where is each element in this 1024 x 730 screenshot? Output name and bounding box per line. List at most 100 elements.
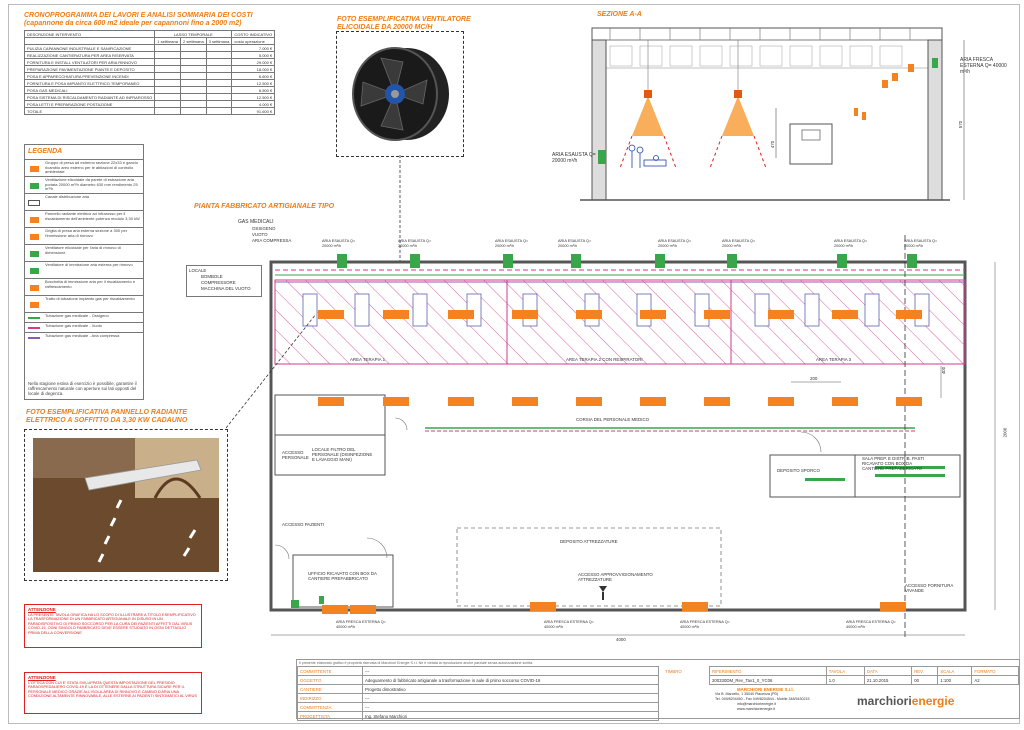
cost-row-desc: POSA E APPARECCHIATURA PREVENZIONE INCEN…	[23, 72, 156, 80]
legend-symbol	[27, 211, 41, 228]
deposito-sporco: DEPOSITO SPORCO	[777, 468, 820, 473]
section-dim-height: 570	[958, 120, 964, 129]
fresh-air-label: ARIA FRESCA ESTERNA Q= 40000 m³/h	[336, 620, 386, 629]
cost-row-week	[179, 93, 207, 101]
radiant-heater-icon	[448, 397, 474, 406]
cost-row-week	[179, 107, 207, 115]
dim-200: 200	[810, 376, 818, 381]
deposito-attrezzature: DEPOSITO ATTREZZATURE	[560, 539, 618, 544]
cost-row: FORNITURA E INSTALL VENTILATORI PER ARIA…	[23, 58, 276, 66]
cost-row: FORNITURA E POSA IMPIANTO ELETTRICO TEMP…	[23, 79, 276, 87]
tb-value: Adeguamento di fabbricato artigianale a …	[362, 675, 659, 685]
locale-item-2: COMPRESSORE	[201, 280, 236, 285]
legend-item-text: Tratto di tubazione impianto gas per ris…	[45, 296, 135, 301]
cost-row-cost: 5.000 €	[231, 51, 276, 59]
cost-col-cost: COSTO INDICATIVO	[231, 30, 276, 38]
locale-item-1: BOMBOLE	[201, 274, 223, 279]
tb-ref-head: SCALA	[937, 666, 973, 676]
tb-label: OGGETTO	[297, 675, 363, 685]
fan-image	[349, 46, 453, 144]
cost-row-week	[205, 107, 233, 115]
tb-value: ---	[362, 702, 659, 712]
tb-mail: info@marchiorienergie.it	[737, 702, 777, 706]
tb-ref-head: FORMATO	[971, 666, 1019, 676]
exhaust-fan-icon	[907, 254, 917, 268]
radiant-heater-icon	[318, 310, 344, 319]
tb-ref-value: 1:100	[937, 675, 973, 685]
plan-drawing	[269, 235, 996, 640]
exhaust-label: ARIA ESAUSTA Q= 20000 m³/h	[398, 239, 432, 248]
note-1: ATTENZIONE LA PRESENTE TAVOLA GRAFICA HA…	[24, 604, 202, 648]
fresh-air-label: ARIA FRESCA ESTERNA Q= 40000 m³/h	[544, 620, 594, 629]
radiant-heater-icon	[576, 310, 602, 319]
legend-item: Gruppo di presa ad estremo sezione 22x33…	[25, 159, 143, 177]
logo-text-b: energie	[911, 694, 955, 708]
locale-title: LOCALE	[189, 268, 207, 273]
radiant-heater-icon	[640, 397, 666, 406]
cost-row-week	[205, 86, 233, 94]
legend-symbol	[27, 296, 41, 313]
legend-item-text: Pannello radiante elettrico ad infraross…	[45, 211, 140, 221]
legend-item: Tubazione gas medicale - Aria compressa	[25, 332, 143, 343]
gas-item-1: OSSIGENO	[252, 226, 276, 231]
legend-item-text: Gruppo di presa ad estremo sezione 22x33…	[45, 160, 138, 175]
cost-row-week	[205, 51, 233, 59]
tb-label: COMMITTENTE	[297, 666, 363, 676]
radiant-heater-icon	[383, 310, 409, 319]
legend-item: Tubazione gas medicale - Ossigeno	[25, 312, 143, 323]
cost-row-cost: 6.600 €	[231, 72, 276, 80]
radiant-heater-icon	[704, 397, 730, 406]
cost-row: POSA SISTEMA DI RISCALDAMENTO RADIANTE A…	[23, 93, 276, 101]
cost-row-week	[179, 51, 207, 59]
radiant-heater-icon	[383, 397, 409, 406]
cost-row-week	[205, 58, 233, 66]
note-1-text: LA PRESENTE TAVOLA GRAFICA HA LO SCOPO D…	[28, 613, 196, 635]
radiant-heater-icon	[512, 397, 538, 406]
cost-row-cost: 12.500 €	[231, 79, 276, 87]
legend-item: Griglia di presa aria esterna sezione a …	[25, 227, 143, 245]
legend-item: Bocchetta di immissione aria per il risc…	[25, 278, 143, 296]
fan-photo-title: FOTO ESEMPLIFICATIVA VENTILATORE ELICOID…	[337, 16, 471, 31]
cost-row-week	[154, 100, 181, 108]
cost-row-desc: REALIZZAZIONE CANTIERATURA PER AREA RISE…	[23, 51, 156, 59]
fan-photo-leader	[399, 155, 401, 265]
dim-depth: 2000	[1002, 427, 1008, 438]
filter-room: LOCALE FILTRO DEL PERSONALE (DISINFEZION…	[312, 447, 373, 462]
accesso-pazienti: ACCESSO PAZIENTI	[282, 522, 325, 527]
gas-item-2: VUOTO	[252, 232, 268, 237]
cost-row-desc: FORNITURA E INSTALL VENTILATORI PER ARIA…	[23, 58, 156, 66]
patient-bed	[804, 293, 820, 327]
section-exhaust: ARIA ESAUSTA Q= 20000 m³/h	[552, 152, 596, 164]
tb-label: CANTIERE	[297, 684, 363, 694]
tb-company: MARCHIORI ENERGIE S.r.l.	[737, 687, 794, 692]
cost-row-week	[154, 44, 181, 52]
cost-row-week	[205, 72, 233, 80]
tb-label: COMMITTENZA	[297, 702, 363, 712]
radiant-heater-icon	[896, 310, 922, 319]
panel-image	[33, 438, 219, 572]
note-2: ATTENZIONE L'OTTICA CON CUI E' STATA SVI…	[24, 672, 202, 714]
legend-item: Tubazione gas medicale - Vuoto	[25, 322, 143, 333]
patient-bed	[754, 293, 770, 327]
area-1: AREA TERAPIA 1	[350, 357, 386, 362]
exhaust-label: ARIA ESAUSTA Q= 20000 m³/h	[495, 239, 529, 248]
note-2-text: L'OTTICA CON CUI E' STATA SVILUPPATA QUE…	[28, 681, 197, 699]
legend-item: Pannello radiante elettrico ad infraross…	[25, 210, 143, 228]
section-title: SEZIONE A-A	[597, 11, 642, 18]
locale-box: LOCALE BOMBOLE COMPRESSORE MACCHINA DEL …	[186, 265, 262, 297]
radiant-heater-icon	[768, 397, 794, 406]
patient-bed	[864, 293, 880, 327]
cost-row-week	[179, 86, 207, 94]
tb-value: Ing. Stefano Marchiori	[362, 711, 659, 721]
radiant-heater-icon	[350, 605, 376, 614]
tb-header-note: Il presente elaborato grafico è propriet…	[299, 661, 534, 665]
legend-item: Ventilatore di immissione aria esterna p…	[25, 261, 143, 279]
cost-row-week	[205, 93, 233, 101]
cost-row-desc: POSA SISTEMA DI RISCALDAMENTO RADIANTE A…	[23, 93, 156, 101]
cost-title: CRONOPROGRAMMA DEI LAVORI E ANALISI SOMM…	[24, 12, 253, 27]
patient-bed	[302, 293, 318, 327]
